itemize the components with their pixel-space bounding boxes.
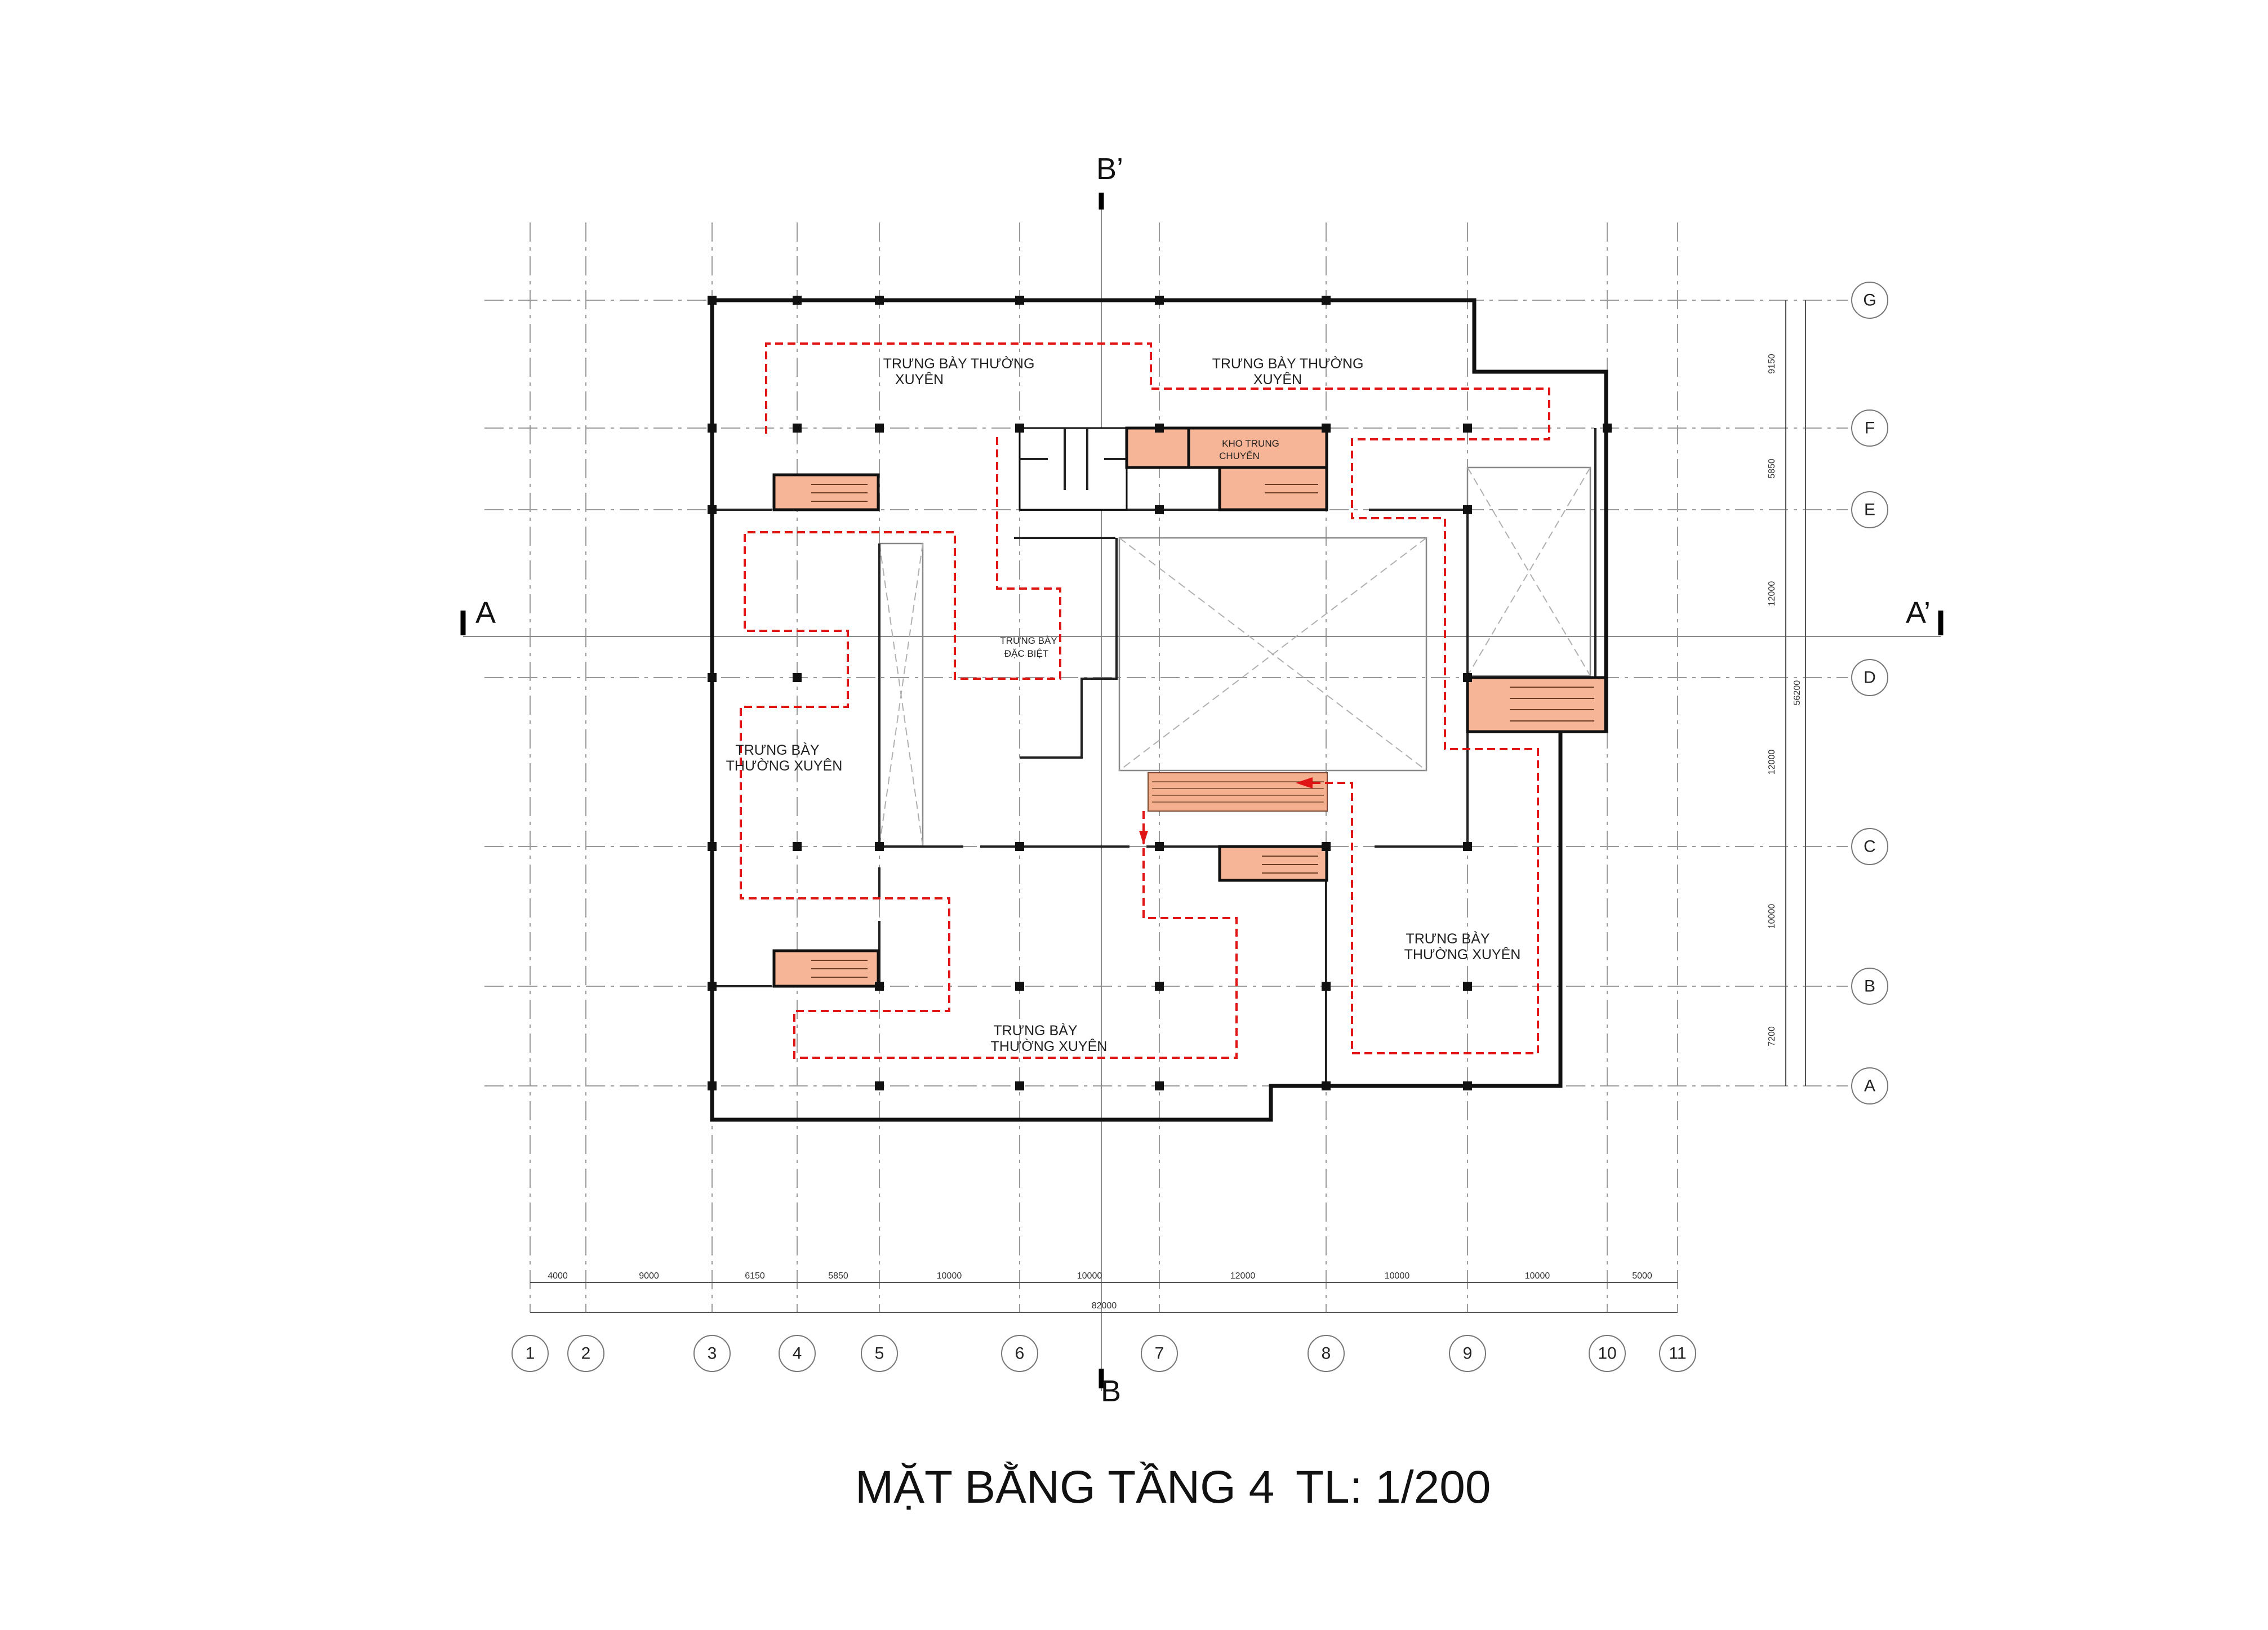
section-label-a-right: A’ [1906, 596, 1931, 630]
axis-11: 11 [1669, 1344, 1686, 1363]
room-storage-line1: KHO TRUNG [1222, 438, 1279, 449]
axis-8: 8 [1322, 1344, 1331, 1363]
axis-1: 1 [526, 1344, 535, 1363]
dim-8-9: 10000 [1385, 1271, 1410, 1281]
axis-2: 2 [581, 1344, 591, 1363]
escalator [1148, 772, 1328, 812]
dim-4-5: 5850 [828, 1271, 848, 1281]
section-label-b-bottom: B [1101, 1374, 1121, 1408]
vertical-dimensions: 9150 5850 12000 12000 10000 7200 56200 [1767, 300, 1806, 1086]
vertical-grid-lines [530, 222, 1678, 1312]
axis-c: C [1864, 838, 1876, 856]
room-south-east-line2: THƯỜNG XUYÊN [1404, 946, 1521, 963]
axis-e: E [1864, 501, 1875, 519]
service-block-north [1019, 426, 1328, 511]
room-special-line1: TRƯNG BÀY [1000, 635, 1057, 646]
dim-d-c: 12000 [1767, 750, 1777, 775]
row-axis-bubbles: G F E D C B A [1851, 282, 1888, 1105]
dim-3-4: 6150 [745, 1271, 765, 1281]
dim-10-11: 5000 [1632, 1271, 1652, 1281]
axis-a: A [1864, 1077, 1875, 1095]
axis-b: B [1864, 977, 1875, 996]
stair-cores [772, 473, 1607, 988]
axis-7: 7 [1155, 1344, 1164, 1363]
section-cut-lines [460, 193, 1944, 1391]
dim-c-b: 10000 [1767, 904, 1777, 929]
plan-scale: TL: 1/200 [1296, 1462, 1491, 1513]
dim-7-8: 12000 [1230, 1271, 1256, 1281]
axis-3: 3 [708, 1344, 717, 1363]
room-north-east-line2: XUYÊN [1253, 371, 1302, 388]
section-label-a-left: A [475, 596, 496, 630]
room-west-line1: TRƯNG BÀY [735, 742, 819, 758]
room-north-west-line1: TRƯNG BÀY THƯỜNG [883, 355, 1035, 372]
room-north-east-line1: TRƯNG BÀY THƯỜNG [1212, 355, 1364, 372]
dim-f-e: 5850 [1767, 458, 1777, 479]
axis-f: F [1865, 419, 1875, 438]
room-south-line2: THƯỜNG XUYÊN [991, 1038, 1108, 1054]
dim-2-3: 9000 [639, 1271, 659, 1281]
axis-d: D [1864, 669, 1876, 687]
room-south-line1: TRƯNG BÀY [993, 1022, 1077, 1039]
horizontal-grid-lines [484, 300, 1848, 1086]
dim-g-f: 9150 [1767, 354, 1777, 374]
axis-g: G [1863, 291, 1876, 310]
axis-4: 4 [793, 1344, 802, 1363]
room-storage-line2: CHUYỂN [1219, 451, 1260, 461]
horizontal-dimensions: 4000 9000 6150 5850 10000 10000 12000 10… [530, 1271, 1678, 1313]
dim-1-2: 4000 [548, 1271, 568, 1281]
dim-b-a: 7200 [1767, 1026, 1777, 1046]
room-special-line2: ĐẶC BIỆT [1004, 648, 1048, 659]
room-north-west-line2: XUYÊN [895, 371, 944, 388]
visitor-route [740, 342, 1550, 1059]
dim-9-10: 10000 [1525, 1271, 1550, 1281]
room-south-east-line1: TRƯNG BÀY [1406, 930, 1489, 947]
dim-e-d: 12000 [1767, 581, 1777, 607]
axis-6: 6 [1015, 1344, 1025, 1363]
section-label-b-top: B’ [1096, 152, 1123, 186]
axis-9: 9 [1463, 1344, 1473, 1363]
room-west-line2: THƯỜNG XUYÊN [726, 758, 843, 774]
plan-title: MẶT BẰNG TẦNG 4 [855, 1462, 1274, 1513]
column-axis-bubbles: 1 2 3 4 5 6 7 8 9 10 11 [512, 1335, 1696, 1372]
axis-10: 10 [1598, 1344, 1616, 1363]
dim-total-vertical: 56200 [1793, 680, 1802, 706]
structural-columns [708, 296, 1612, 1090]
room-labels: TRƯNG BÀY THƯỜNG XUYÊN TRƯNG BÀY THƯỜNG … [726, 355, 1521, 1054]
dim-6-7: 10000 [1077, 1271, 1102, 1281]
dim-5-6: 10000 [937, 1271, 962, 1281]
dim-total-horizontal: 82000 [1092, 1301, 1117, 1311]
axis-5: 5 [875, 1344, 884, 1363]
